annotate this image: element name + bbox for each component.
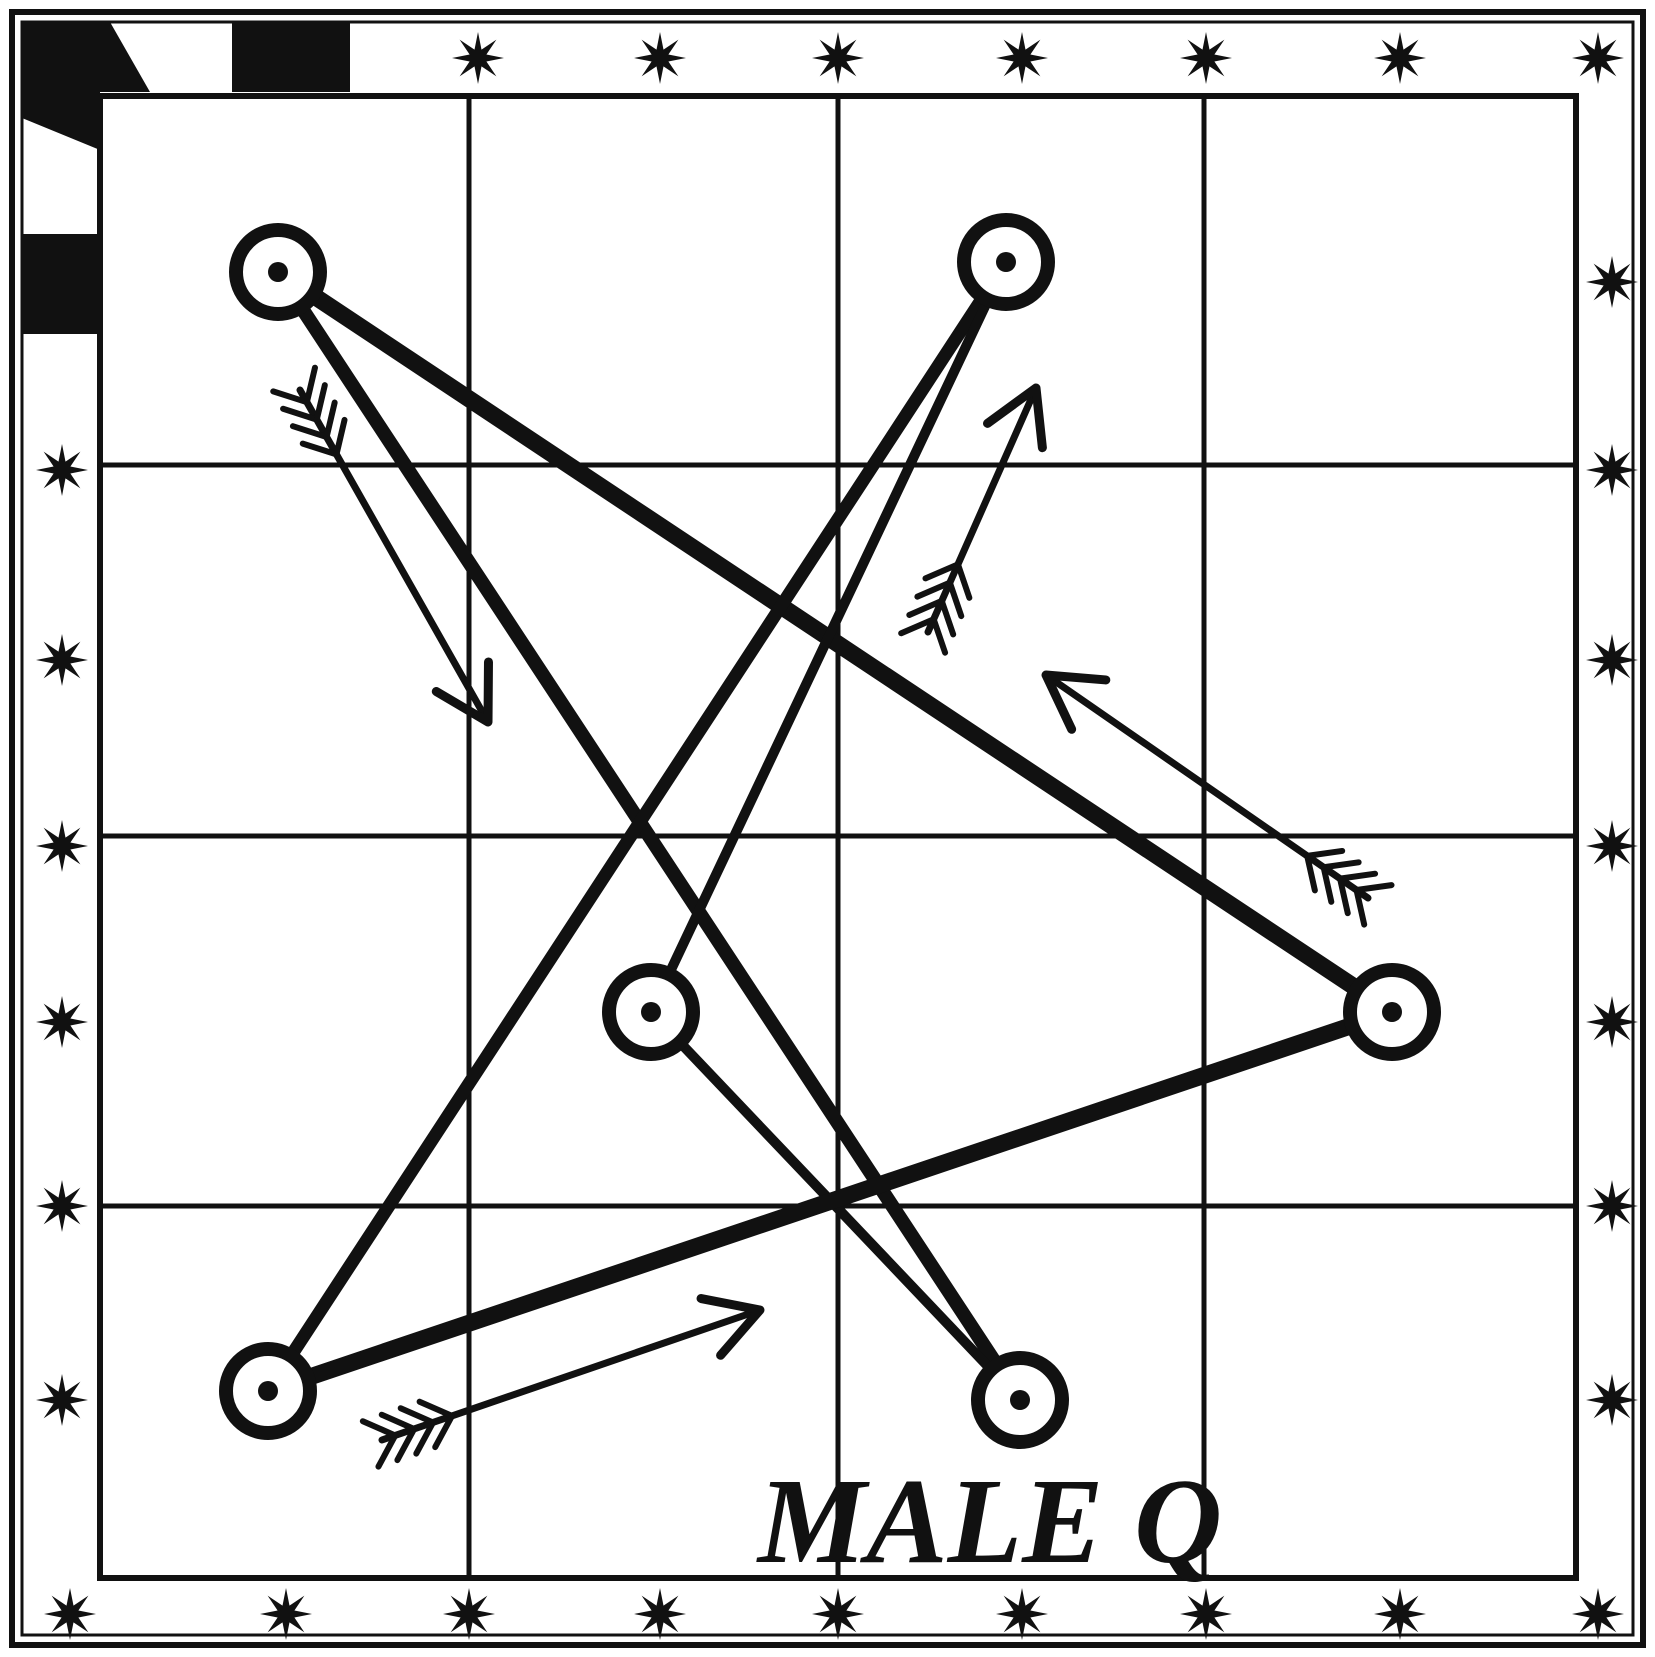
node-ring-node-4 xyxy=(1350,970,1434,1054)
ring-center-dot xyxy=(641,1002,661,1022)
star-icon-center xyxy=(651,1605,669,1623)
star-icon-center xyxy=(53,1391,71,1409)
star-icon-center xyxy=(1197,49,1215,67)
arrow-fletching xyxy=(307,368,315,402)
ring-center-dot xyxy=(258,1381,278,1401)
star-icon-center xyxy=(53,837,71,855)
star-icon-center xyxy=(829,1605,847,1623)
arrow-fletching xyxy=(327,403,335,437)
arrow-icon xyxy=(363,1299,760,1467)
star-icon-center xyxy=(53,1197,71,1215)
node-ring-node-2 xyxy=(964,220,1048,304)
arrow-fletching xyxy=(1340,874,1375,879)
arrow-fletching xyxy=(336,420,344,454)
ring-center-dot xyxy=(996,252,1016,272)
arrow-fletching xyxy=(317,385,325,419)
arrow-fletching xyxy=(1307,851,1342,856)
grid xyxy=(100,96,1576,1578)
node-ring-node-5 xyxy=(226,1349,310,1433)
arrow-fletching xyxy=(420,1402,452,1416)
star-icon-center xyxy=(1603,651,1621,669)
arrow-fletching xyxy=(401,1408,433,1422)
nodes xyxy=(226,220,1434,1442)
star-icon-center xyxy=(1603,837,1621,855)
corner-block-top xyxy=(232,22,350,92)
star-icon-center xyxy=(469,49,487,67)
star-icon-center xyxy=(1603,461,1621,479)
connection-line xyxy=(268,1012,1392,1391)
arrow-fletching xyxy=(942,601,953,634)
arrow-fletching xyxy=(934,619,945,652)
star-icon-center xyxy=(61,1605,79,1623)
corner-wedge xyxy=(22,22,150,150)
star-icon-center xyxy=(1603,1197,1621,1215)
node-ring-node-6 xyxy=(978,1358,1062,1442)
arrow-fletching xyxy=(363,1421,395,1435)
arrow-fletching xyxy=(950,583,961,616)
star-icon-center xyxy=(53,461,71,479)
star-icon-center xyxy=(1013,1605,1031,1623)
arrow-shaft xyxy=(928,388,1036,632)
node-ring-node-1 xyxy=(236,230,320,314)
star-icon-center xyxy=(829,49,847,67)
ring-center-dot xyxy=(1382,1002,1402,1022)
star-icon-center xyxy=(460,1605,478,1623)
star-icon-center xyxy=(1391,1605,1409,1623)
star-icon-center xyxy=(1589,1605,1607,1623)
star-icon-center xyxy=(1391,49,1409,67)
corner-block-left xyxy=(22,234,102,334)
star-icon-center xyxy=(1197,1605,1215,1623)
diagram-caption: MALE Q xyxy=(756,1454,1222,1589)
connection-lines xyxy=(268,262,1392,1400)
star-icon-center xyxy=(277,1605,295,1623)
star-icon-center xyxy=(1013,49,1031,67)
star-icon-center xyxy=(651,49,669,67)
ring-center-dot xyxy=(268,262,288,282)
star-icon-center xyxy=(53,651,71,669)
star-icon-center xyxy=(53,1013,71,1031)
node-ring-node-3 xyxy=(609,970,693,1054)
star-icon-center xyxy=(1603,1013,1621,1031)
star-icon-center xyxy=(1603,273,1621,291)
arrow-fletching xyxy=(382,1415,414,1429)
arrow-fletching xyxy=(1324,862,1359,867)
ring-center-dot xyxy=(1010,1390,1030,1410)
arrow-shaft xyxy=(1046,675,1368,898)
star-icon-center xyxy=(1603,1391,1621,1409)
arrow-fletching xyxy=(1356,885,1391,890)
arrow-fletching xyxy=(958,564,969,597)
star-icon-center xyxy=(1589,49,1607,67)
